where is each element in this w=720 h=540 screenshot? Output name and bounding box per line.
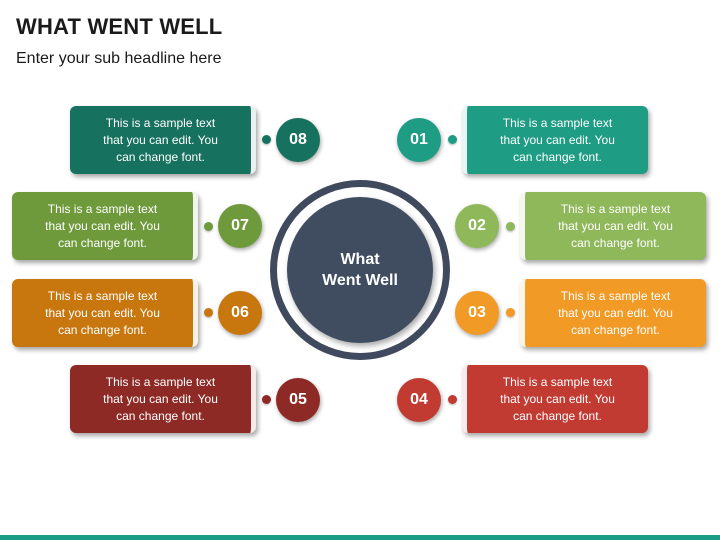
page-title: WHAT WENT WELL xyxy=(16,14,223,39)
number-badge-08: 08 xyxy=(276,118,320,162)
item-text-line: can change font. xyxy=(58,235,147,250)
item-text-line: This is a sample text xyxy=(105,374,216,389)
hub-label-line1: What xyxy=(340,251,380,268)
item-box-07: This is a sample text that you can edit. … xyxy=(12,192,198,260)
item-box-04: This is a sample text that you can edit. … xyxy=(462,365,648,433)
number-badge-04: 04 xyxy=(397,378,441,422)
item-text-line: This is a sample text xyxy=(502,115,613,130)
connector-dot-08 xyxy=(262,135,271,144)
item-text-line: can change font. xyxy=(116,149,205,164)
page-subtitle: Enter your sub headline here xyxy=(16,50,222,67)
item-box-01: This is a sample text that you can edit. … xyxy=(462,106,648,174)
item-box-08: This is a sample text that you can edit. … xyxy=(70,106,256,174)
item-text-line: that you can edit. You xyxy=(558,218,673,233)
connector-dot-05 xyxy=(262,395,271,404)
item-text-line: This is a sample text xyxy=(47,288,158,303)
item-text-line: that you can edit. You xyxy=(500,391,615,406)
item-text-line: that you can edit. You xyxy=(103,391,218,406)
footer-bar xyxy=(0,535,720,540)
number-badge-02: 02 xyxy=(455,204,499,248)
item-box-05: This is a sample text that you can edit. … xyxy=(70,365,256,433)
item-text-line: can change font. xyxy=(571,322,660,337)
item-text-line: that you can edit. You xyxy=(500,132,615,147)
item-text-line: can change font. xyxy=(58,322,147,337)
item-text-line: that you can edit. You xyxy=(103,132,218,147)
item-text-line: that you can edit. You xyxy=(45,218,160,233)
item-text-line: can change font. xyxy=(571,235,660,250)
connector-dot-01 xyxy=(448,135,457,144)
connector-dot-07 xyxy=(204,222,213,231)
item-text-line: This is a sample text xyxy=(47,201,158,216)
hub-label-line2: Went Well xyxy=(322,272,398,289)
item-box-03: This is a sample text that you can edit. … xyxy=(520,279,706,347)
number-badge-03: 03 xyxy=(455,291,499,335)
item-box-02: This is a sample text that you can edit. … xyxy=(520,192,706,260)
number-badge-01: 01 xyxy=(397,118,441,162)
item-text-line: This is a sample text xyxy=(502,374,613,389)
item-text-line: This is a sample text xyxy=(560,201,671,216)
connector-dot-02 xyxy=(506,222,515,231)
number-badge-06: 06 xyxy=(218,291,262,335)
connector-dot-06 xyxy=(204,308,213,317)
item-text-line: This is a sample text xyxy=(560,288,671,303)
number-badge-07: 07 xyxy=(218,204,262,248)
item-text-line: can change font. xyxy=(513,149,602,164)
connector-dot-03 xyxy=(506,308,515,317)
item-text-line: that you can edit. You xyxy=(558,305,673,320)
item-box-06: This is a sample text that you can edit. … xyxy=(12,279,198,347)
item-text-line: that you can edit. You xyxy=(45,305,160,320)
item-text-line: can change font. xyxy=(513,408,602,423)
item-text-line: can change font. xyxy=(116,408,205,423)
number-badge-05: 05 xyxy=(276,378,320,422)
connector-dot-04 xyxy=(448,395,457,404)
hub-circle: What Went Well xyxy=(287,197,433,343)
item-text-line: This is a sample text xyxy=(105,115,216,130)
